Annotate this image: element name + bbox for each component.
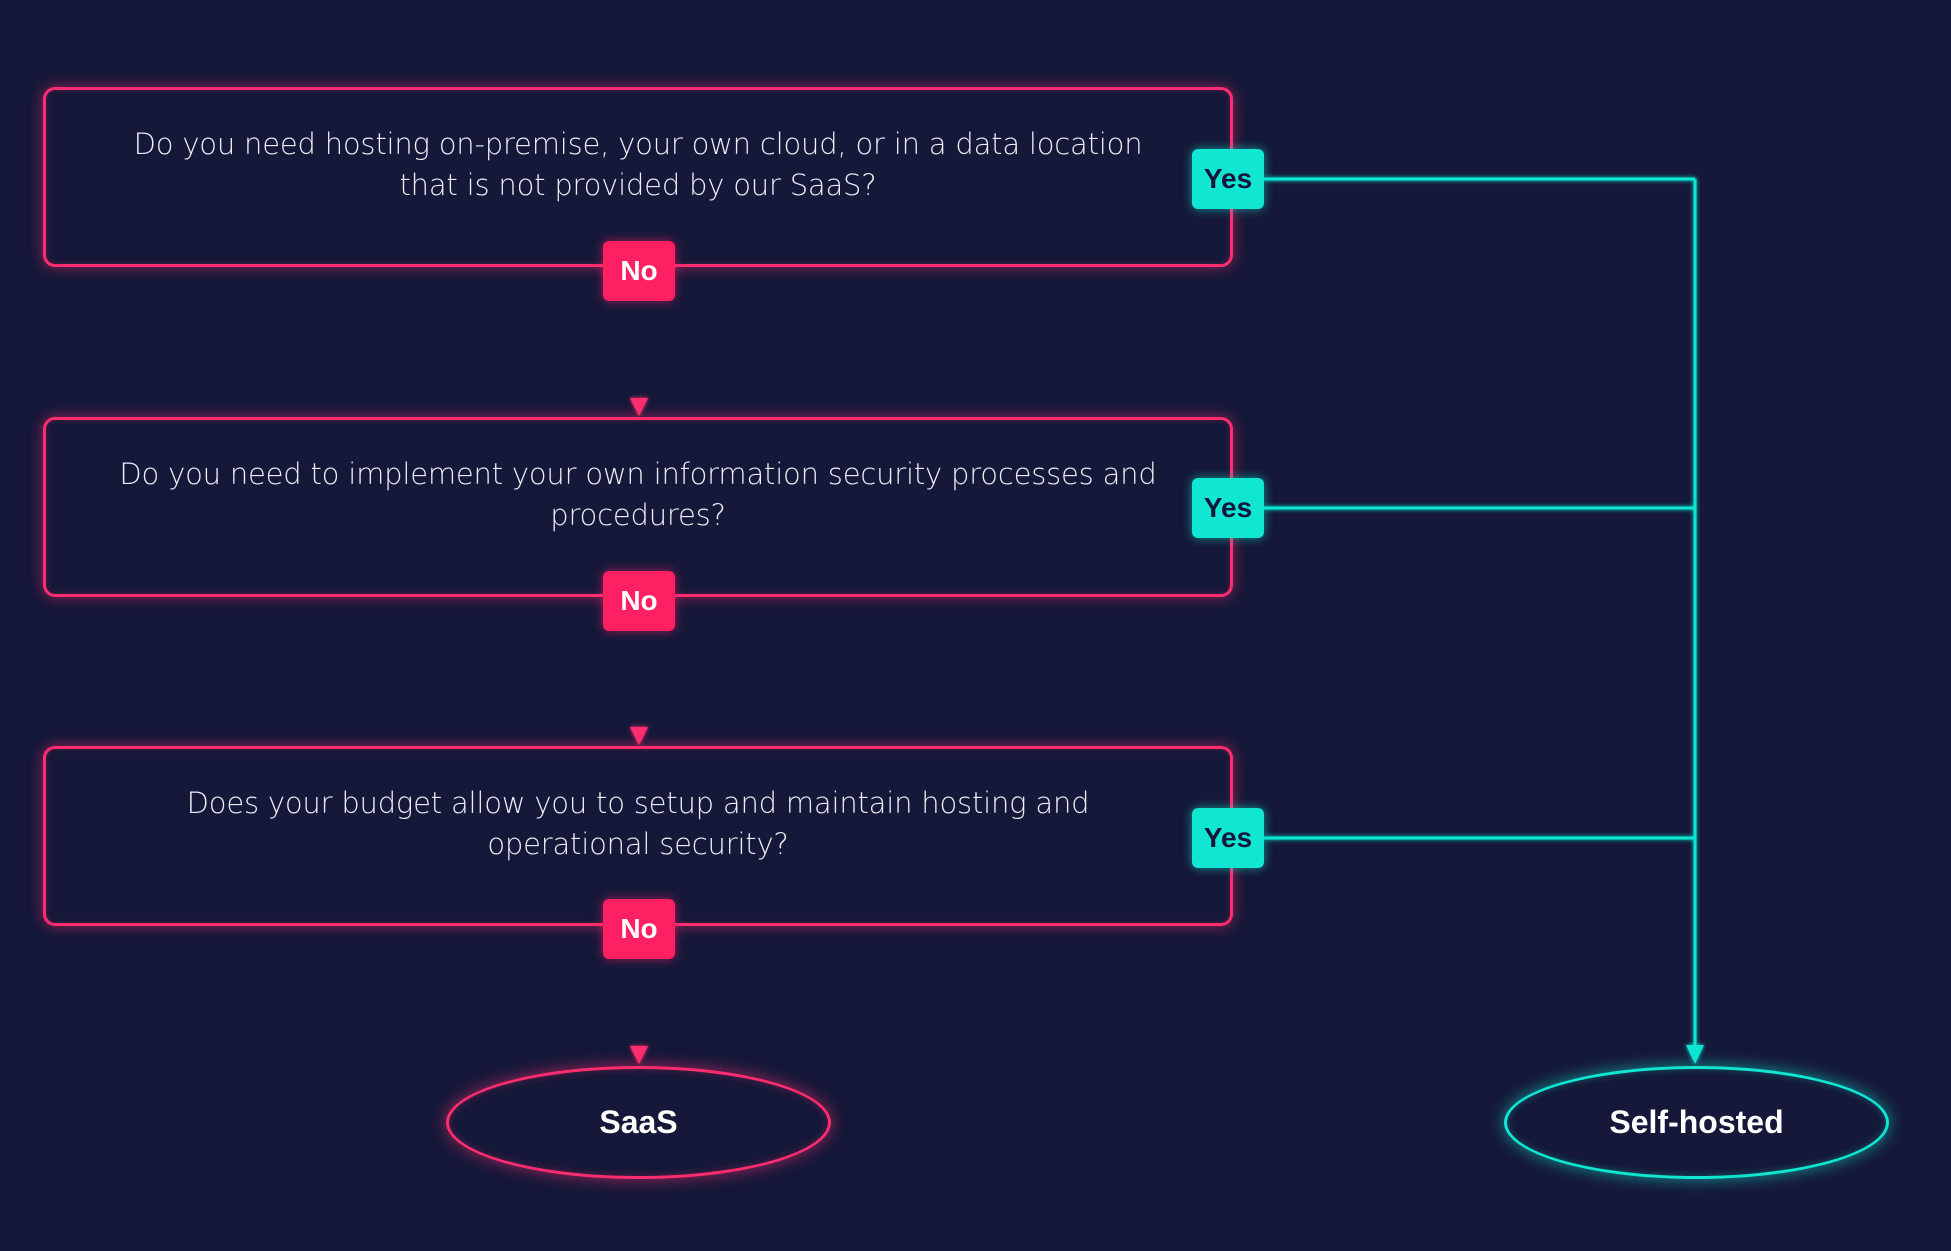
yes-badge: Yes xyxy=(1192,149,1264,209)
arrowhead-down-icon xyxy=(630,1046,648,1064)
no-badge: No xyxy=(603,241,675,301)
yes-badge: Yes xyxy=(1192,808,1264,868)
question-box-2: Do you need to implement your own inform… xyxy=(43,417,1233,597)
question-box-1: Do you need hosting on-premise, your own… xyxy=(43,87,1233,267)
arrowhead-down-icon xyxy=(630,727,648,745)
yes-badge: Yes xyxy=(1192,478,1264,538)
saas-outcome: SaaS xyxy=(446,1066,831,1179)
no-arrowheads xyxy=(630,398,648,1064)
arrowhead-down-icon xyxy=(1686,1045,1704,1064)
yes-path xyxy=(1264,177,1697,1048)
question-box-3: Does your budget allow you to setup and … xyxy=(43,746,1233,926)
question-text: Do you need to implement your own inform… xyxy=(119,457,1157,532)
no-badge: No xyxy=(603,571,675,631)
yes-arrowheads xyxy=(1686,1045,1704,1064)
no-badge: No xyxy=(603,899,675,959)
saas-outcome-label: SaaS xyxy=(599,1104,678,1140)
self-hosted-outcome-label: Self-hosted xyxy=(1609,1104,1784,1140)
question-text: Does your budget allow you to setup and … xyxy=(186,786,1090,861)
self-hosted-outcome: Self-hosted xyxy=(1504,1066,1889,1179)
question-text: Do you need hosting on-premise, your own… xyxy=(133,127,1143,202)
arrowhead-down-icon xyxy=(630,398,648,416)
